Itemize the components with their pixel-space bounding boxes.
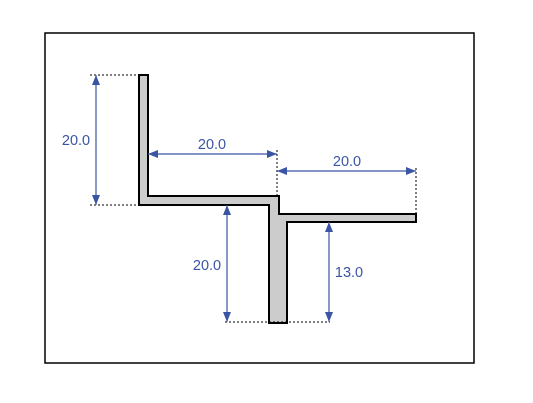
- dim-label-horizontal-mid: 20.0: [198, 137, 226, 153]
- dim-label-horizontal-right: 20.0: [333, 154, 361, 170]
- dimension-lines: [92, 75, 416, 322]
- dim-label-left-vertical: 20.0: [62, 133, 90, 149]
- dimension-labels: 20.0 20.0 20.0 20.0 13.0: [62, 133, 363, 281]
- drawing-frame: [44, 32, 475, 364]
- dim-label-right-vertical: 13.0: [335, 265, 363, 281]
- profile-section: [138, 74, 417, 324]
- dim-label-lower-vertical: 20.0: [193, 258, 221, 274]
